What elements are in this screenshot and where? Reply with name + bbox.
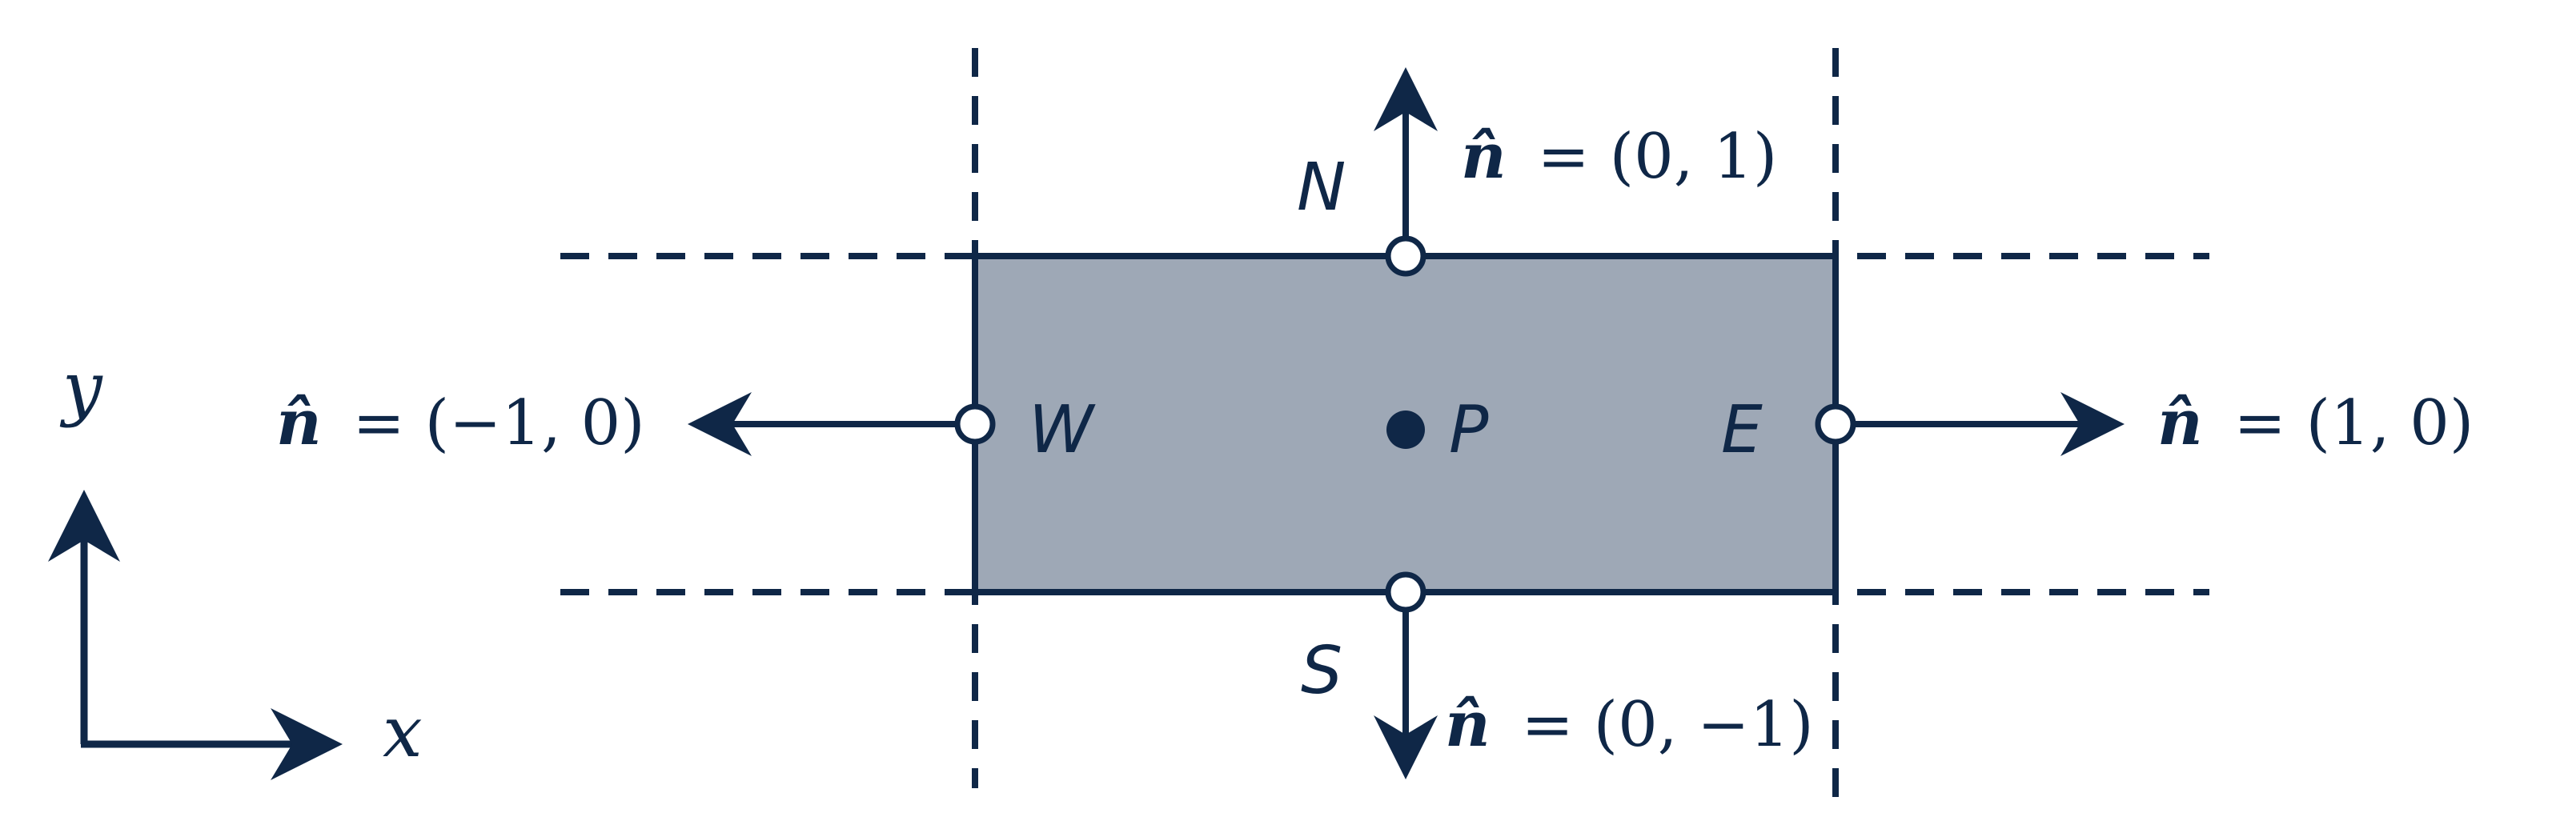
normal-symbol-east: n̂ [2157,386,2203,459]
center-label: P [1449,392,1489,468]
normal-symbol-west: n̂ [276,386,322,459]
normal-value-north: = (0, 1) [1538,121,1778,193]
face-point-east [1815,403,1856,445]
coordinate-axes [47,490,343,780]
normal-label-south: n̂ = (0, −1) [1445,688,1814,761]
normal-value-east: = (1, 0) [2234,387,2474,459]
face-point-south [1385,571,1426,613]
normal-value-west: = (−1, 0) [353,387,645,459]
y-axis-label: y [59,346,103,429]
south-label: S [1301,633,1342,709]
normal-symbol-north: n̂ [1461,120,1507,193]
east-label: E [1721,392,1763,468]
normal-value-south: = (0, −1) [1522,689,1814,761]
x-axis-label: x [383,691,423,773]
normal-label-north: n̂ = (0, 1) [1461,120,1777,193]
grid-lines [560,48,2209,800]
normal-symbol-south: n̂ [1445,688,1491,761]
west-label: W [1029,392,1096,468]
north-label: N [1297,150,1346,226]
normal-label-east: n̂ = (1, 0) [2157,386,2474,459]
face-point-north [1385,235,1426,277]
normal-label-west: n̂ = (−1, 0) [276,386,645,459]
cell-center-point [1386,410,1425,449]
face-point-west [954,403,996,445]
